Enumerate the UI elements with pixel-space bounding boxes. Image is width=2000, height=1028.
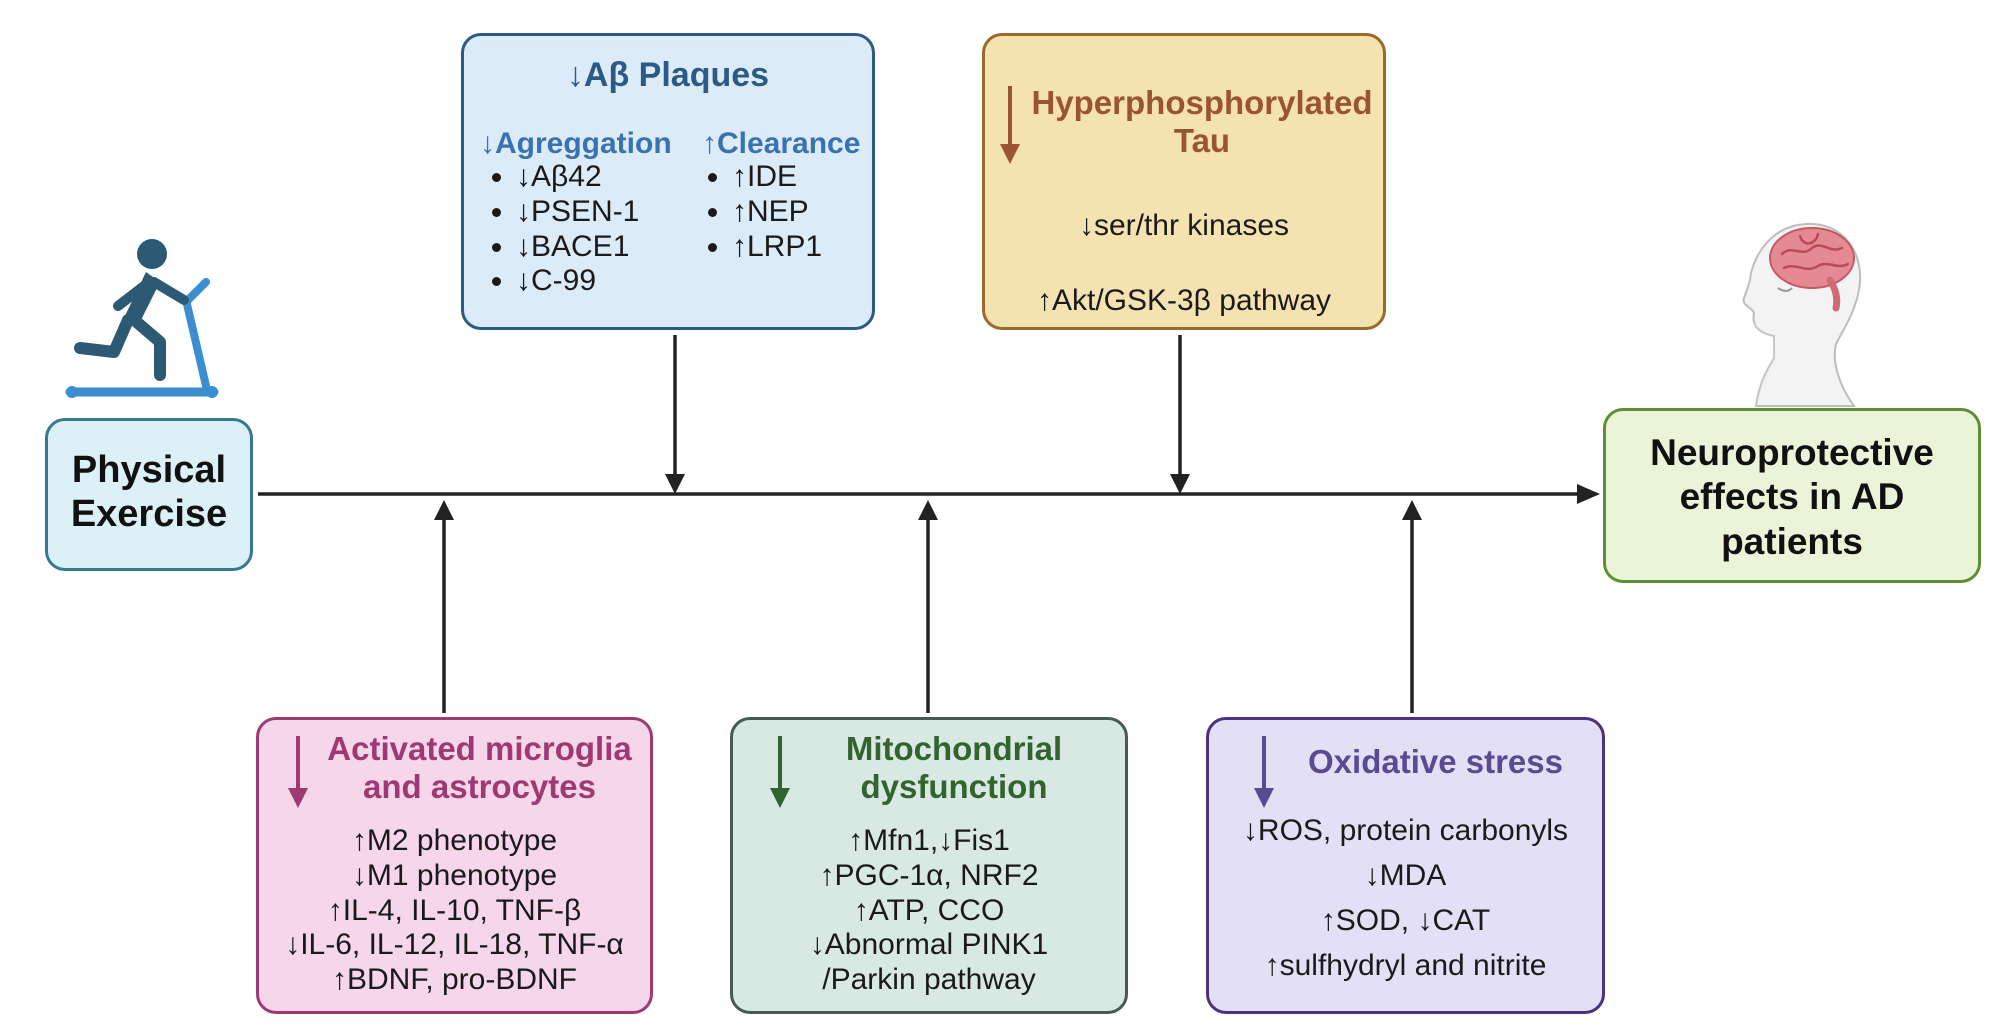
mitochondrial-title: Mitochondrial dysfunction bbox=[783, 730, 1125, 806]
abeta-down-arrow bbox=[665, 335, 685, 494]
microglia-up-arrow bbox=[434, 500, 454, 713]
list-item: ↓Abnormal PINK1 bbox=[809, 928, 1049, 962]
microglia-effects: ↑M2 phenotype ↓M1 phenotype ↑IL-4, IL-10… bbox=[259, 824, 650, 998]
runner-on-treadmill-icon bbox=[65, 239, 219, 398]
oxidative-stress-box: Oxidative stress ↓ROS, protein carbonyls… bbox=[1206, 717, 1605, 1014]
down-arrow-icon bbox=[1000, 86, 1020, 164]
outcome-line-3: patients bbox=[1721, 520, 1863, 562]
list-item: ↑Akt/GSK-3β pathway bbox=[1036, 284, 1332, 317]
list-item: ↓C-99 bbox=[516, 264, 639, 299]
neuroprotective-box: Neuroprotective effects in AD patients bbox=[1603, 408, 1981, 583]
list-item: /Parkin pathway bbox=[822, 963, 1036, 997]
abeta-plaques-title: ↓Aβ Plaques bbox=[566, 56, 770, 94]
mitochondrial-box: Mitochondrial dysfunction ↑Mfn1,↓Fis1 ↑P… bbox=[730, 717, 1128, 1014]
list-item: ↑Mfn1,↓Fis1 bbox=[848, 824, 1010, 857]
list-item: ↓Aβ42 bbox=[516, 160, 639, 195]
list-item: ↑M2 phenotype bbox=[351, 824, 558, 857]
aggregation-heading: ↓Agreggation bbox=[480, 127, 672, 160]
list-item: ↓MDA bbox=[1364, 859, 1447, 892]
clearance-list: ↑IDE ↑NEP ↑LRP1 bbox=[700, 160, 822, 264]
mito-title-line-1: Mitochondrial bbox=[845, 730, 1063, 767]
microglia-box: Activated microglia and astrocytes ↑M2 p… bbox=[256, 717, 653, 1014]
physical-exercise-title: Physical Exercise bbox=[48, 449, 250, 536]
list-item: ↓PSEN-1 bbox=[516, 195, 639, 230]
down-arrow-icon bbox=[1254, 736, 1274, 808]
tau-effects: ↓ser/thr kinases ↑Akt/GSK-3β pathway bbox=[985, 188, 1383, 338]
tau-title-line-2: Tau bbox=[1173, 121, 1231, 159]
oxidative-up-arrow bbox=[1402, 500, 1422, 713]
list-item: ↓ser/thr kinases bbox=[1078, 209, 1290, 242]
oxidative-effects: ↓ROS, protein carbonyls ↓MDA ↑SOD, ↓CAT … bbox=[1209, 808, 1602, 988]
microglia-title: Activated microglia and astrocytes bbox=[309, 730, 650, 806]
exercise-title-line-2: Exercise bbox=[70, 492, 228, 535]
outcome-line-2: effects in AD bbox=[1679, 476, 1905, 518]
oxidative-stress-title: Oxidative stress bbox=[1308, 743, 1563, 780]
list-item: ↑NEP bbox=[732, 195, 822, 230]
clearance-heading: ↑Clearance bbox=[702, 127, 861, 160]
microglia-title-line-1: Activated microglia bbox=[327, 730, 632, 767]
down-arrow-icon bbox=[770, 736, 790, 808]
list-item: ↑PGC-1α, NRF2 bbox=[819, 858, 1039, 892]
tau-title-line-1: Hyperphosphorylated bbox=[1031, 84, 1373, 121]
list-item: ↓BACE1 bbox=[516, 230, 639, 265]
list-item: ↑BDNF, pro-BDNF bbox=[331, 963, 578, 997]
exercise-title-line-1: Physical bbox=[71, 449, 227, 491]
list-item: ↑IDE bbox=[732, 160, 822, 195]
aggregation-list: ↓Aβ42 ↓PSEN-1 ↓BACE1 ↓C-99 bbox=[484, 160, 639, 299]
list-item: ↑SOD, ↓CAT bbox=[1320, 904, 1491, 937]
list-item: ↓M1 phenotype bbox=[351, 858, 558, 892]
microglia-title-line-2: and astrocytes bbox=[363, 767, 596, 805]
tau-title: Hyperphosphorylated Tau bbox=[1021, 84, 1383, 160]
physical-exercise-box: Physical Exercise bbox=[45, 418, 253, 571]
down-arrow-icon bbox=[288, 736, 308, 808]
list-item: ↑ATP, CCO bbox=[853, 893, 1005, 927]
human-head-brain-icon bbox=[1742, 222, 1862, 407]
tau-down-arrow bbox=[1170, 335, 1190, 494]
tau-box: Hyperphosphorylated Tau ↓ser/thr kinases… bbox=[982, 33, 1386, 330]
mitochondrial-effects: ↑Mfn1,↓Fis1 ↑PGC-1α, NRF2 ↑ATP, CCO ↓Abn… bbox=[733, 824, 1125, 998]
outcome-line-1: Neuroprotective bbox=[1650, 432, 1934, 473]
list-item: ↑LRP1 bbox=[732, 230, 822, 265]
abeta-plaques-box: ↓Aβ Plaques ↓Agreggation ↑Clearance ↓Aβ4… bbox=[461, 33, 875, 330]
mito-up-arrow bbox=[918, 500, 938, 713]
neuroprotective-title: Neuroprotective effects in AD patients bbox=[1606, 431, 1978, 564]
list-item: ↓ROS, protein carbonyls bbox=[1242, 814, 1569, 847]
main-timeline-arrow bbox=[258, 484, 1600, 504]
list-item: ↑sulfhydryl and nitrite bbox=[1264, 949, 1547, 982]
list-item: ↑IL-4, IL-10, TNF-β bbox=[327, 893, 582, 927]
mito-title-line-2: dysfunction bbox=[860, 767, 1048, 805]
list-item: ↓IL-6, IL-12, IL-18, TNF-α bbox=[285, 928, 624, 962]
